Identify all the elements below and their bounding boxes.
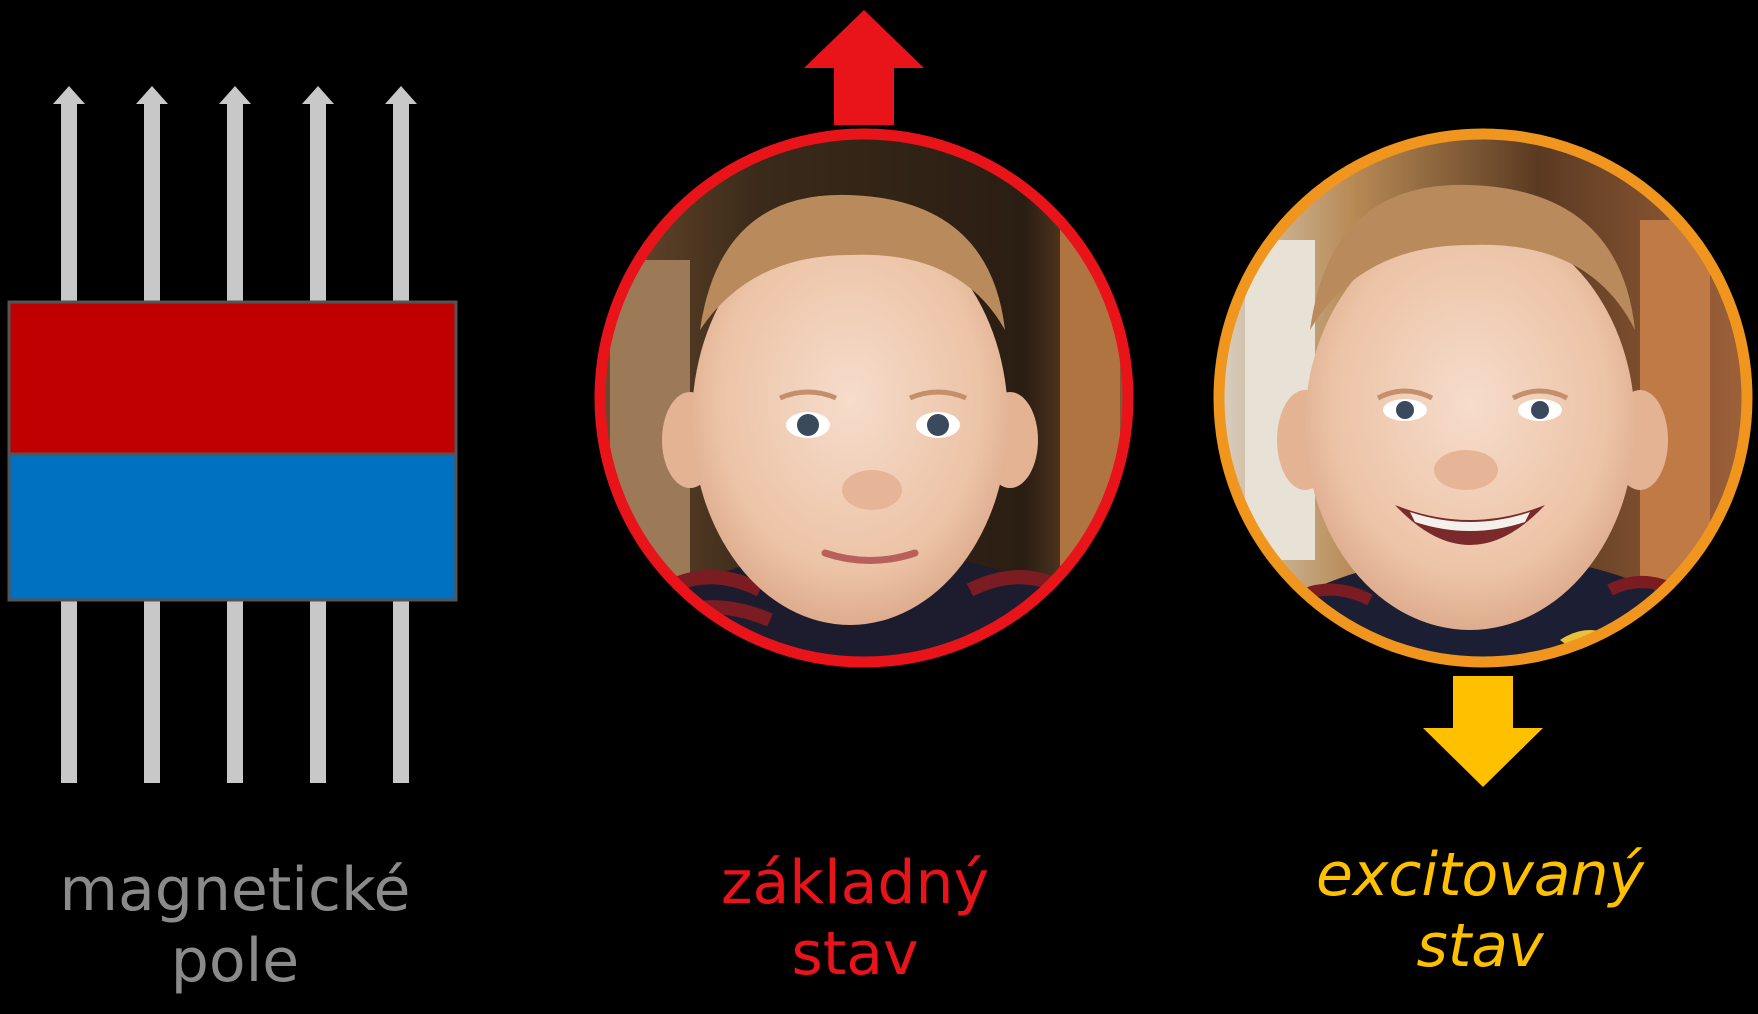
field-arrow-head-icon — [385, 86, 417, 104]
ground-state-ring — [594, 128, 1134, 668]
excited-state-portrait — [1213, 128, 1753, 668]
field-arrow-head-icon — [219, 86, 251, 104]
magnet-south-pole — [7, 452, 458, 602]
spin-up-arrow-icon — [804, 10, 924, 125]
magnetic-field-label: magnetické pole — [20, 855, 450, 997]
ground-state-label-line1: základný — [720, 848, 990, 918]
field-arrow-head-icon — [302, 86, 334, 104]
magnet-north-pole — [7, 300, 458, 456]
magnet — [7, 300, 458, 602]
spin-down-arrow-icon — [1423, 676, 1543, 787]
excited-state-label-line1: excitovaný — [1315, 840, 1645, 910]
magnetic-field-label-line2: pole — [170, 925, 300, 996]
excited-state-ring — [1213, 128, 1753, 668]
field-arrow-head-icon — [53, 86, 85, 104]
magnetic-field-label-line1: magnetické — [59, 855, 411, 925]
ground-state-label: základný stav — [680, 848, 1030, 990]
ground-state-label-line2: stav — [791, 918, 919, 989]
excited-state-label: excitovaný stav — [1250, 840, 1710, 982]
ground-state-portrait — [594, 128, 1134, 668]
field-arrow-head-icon — [136, 86, 168, 104]
excited-state-label-line2: stav — [1416, 910, 1544, 981]
